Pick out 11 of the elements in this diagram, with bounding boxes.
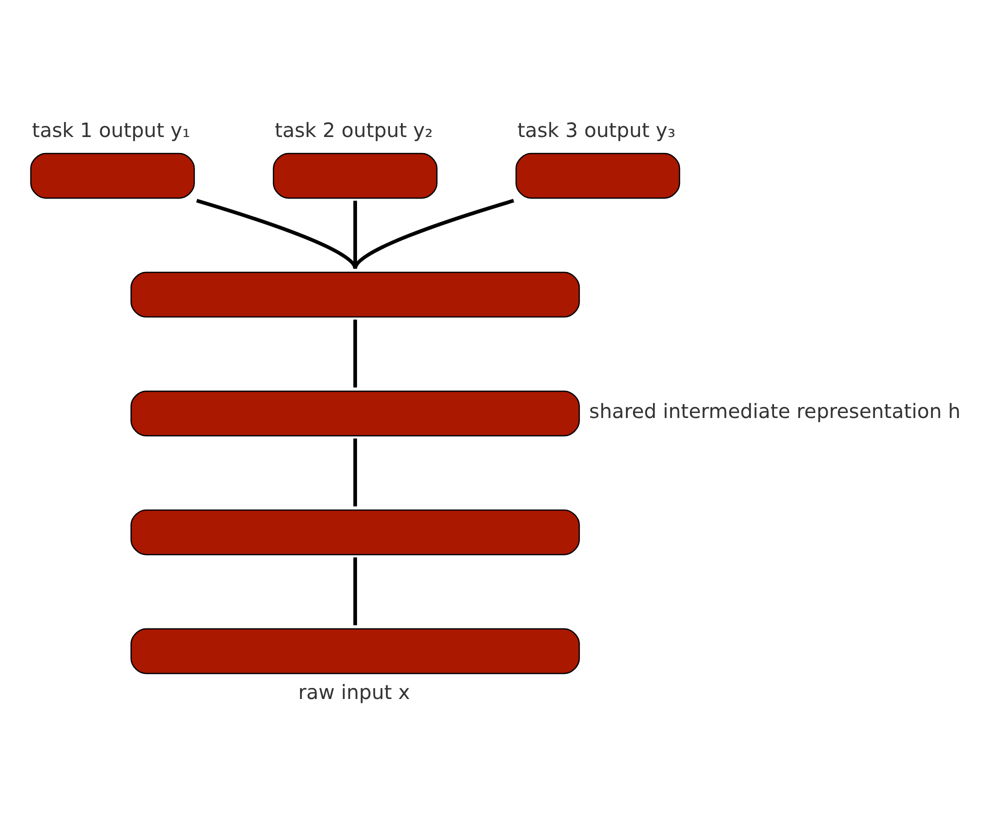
connector [353,320,358,388]
connector [196,198,357,270]
connector [353,438,358,506]
node-label: shared intermediate representation h [589,400,961,424]
connector [353,557,358,626]
node-label: task 2 output y₂ [274,119,433,142]
node-label: task 1 output y₁ [32,119,190,142]
connector [353,198,514,270]
connector [353,200,358,269]
node-label: task 3 output y₃ [517,119,676,142]
node-label: raw input x [298,681,410,704]
